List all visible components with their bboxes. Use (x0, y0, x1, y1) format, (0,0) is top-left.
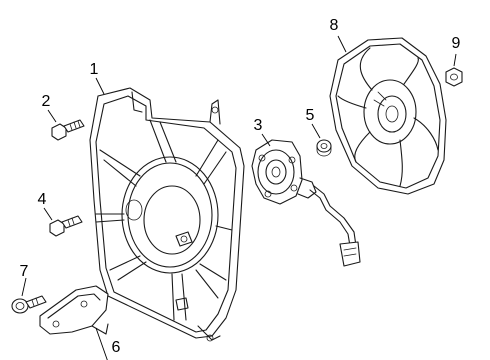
callout-9: 9 (451, 35, 461, 52)
bolt-part-2 (51, 119, 85, 141)
callout-1: 1 (89, 61, 99, 78)
callout-6: 6 (111, 339, 121, 356)
fan-shroud (89, 87, 245, 342)
callout-4: 4 (37, 191, 47, 208)
fan-blade-assembly (329, 37, 447, 195)
callout-7: 7 (19, 263, 29, 280)
bolt-part-4 (49, 215, 83, 237)
bracket-part-6 (39, 285, 109, 335)
callout-3: 3 (253, 117, 263, 134)
washer-part-5 (316, 139, 332, 157)
callout-2: 2 (41, 93, 51, 110)
leader-lines (21, 35, 457, 360)
nut-part-9 (445, 67, 463, 87)
bolt-part-7 (11, 295, 47, 314)
callout-8: 8 (329, 17, 339, 34)
callout-5: 5 (305, 107, 315, 124)
fan-motor (251, 139, 361, 267)
